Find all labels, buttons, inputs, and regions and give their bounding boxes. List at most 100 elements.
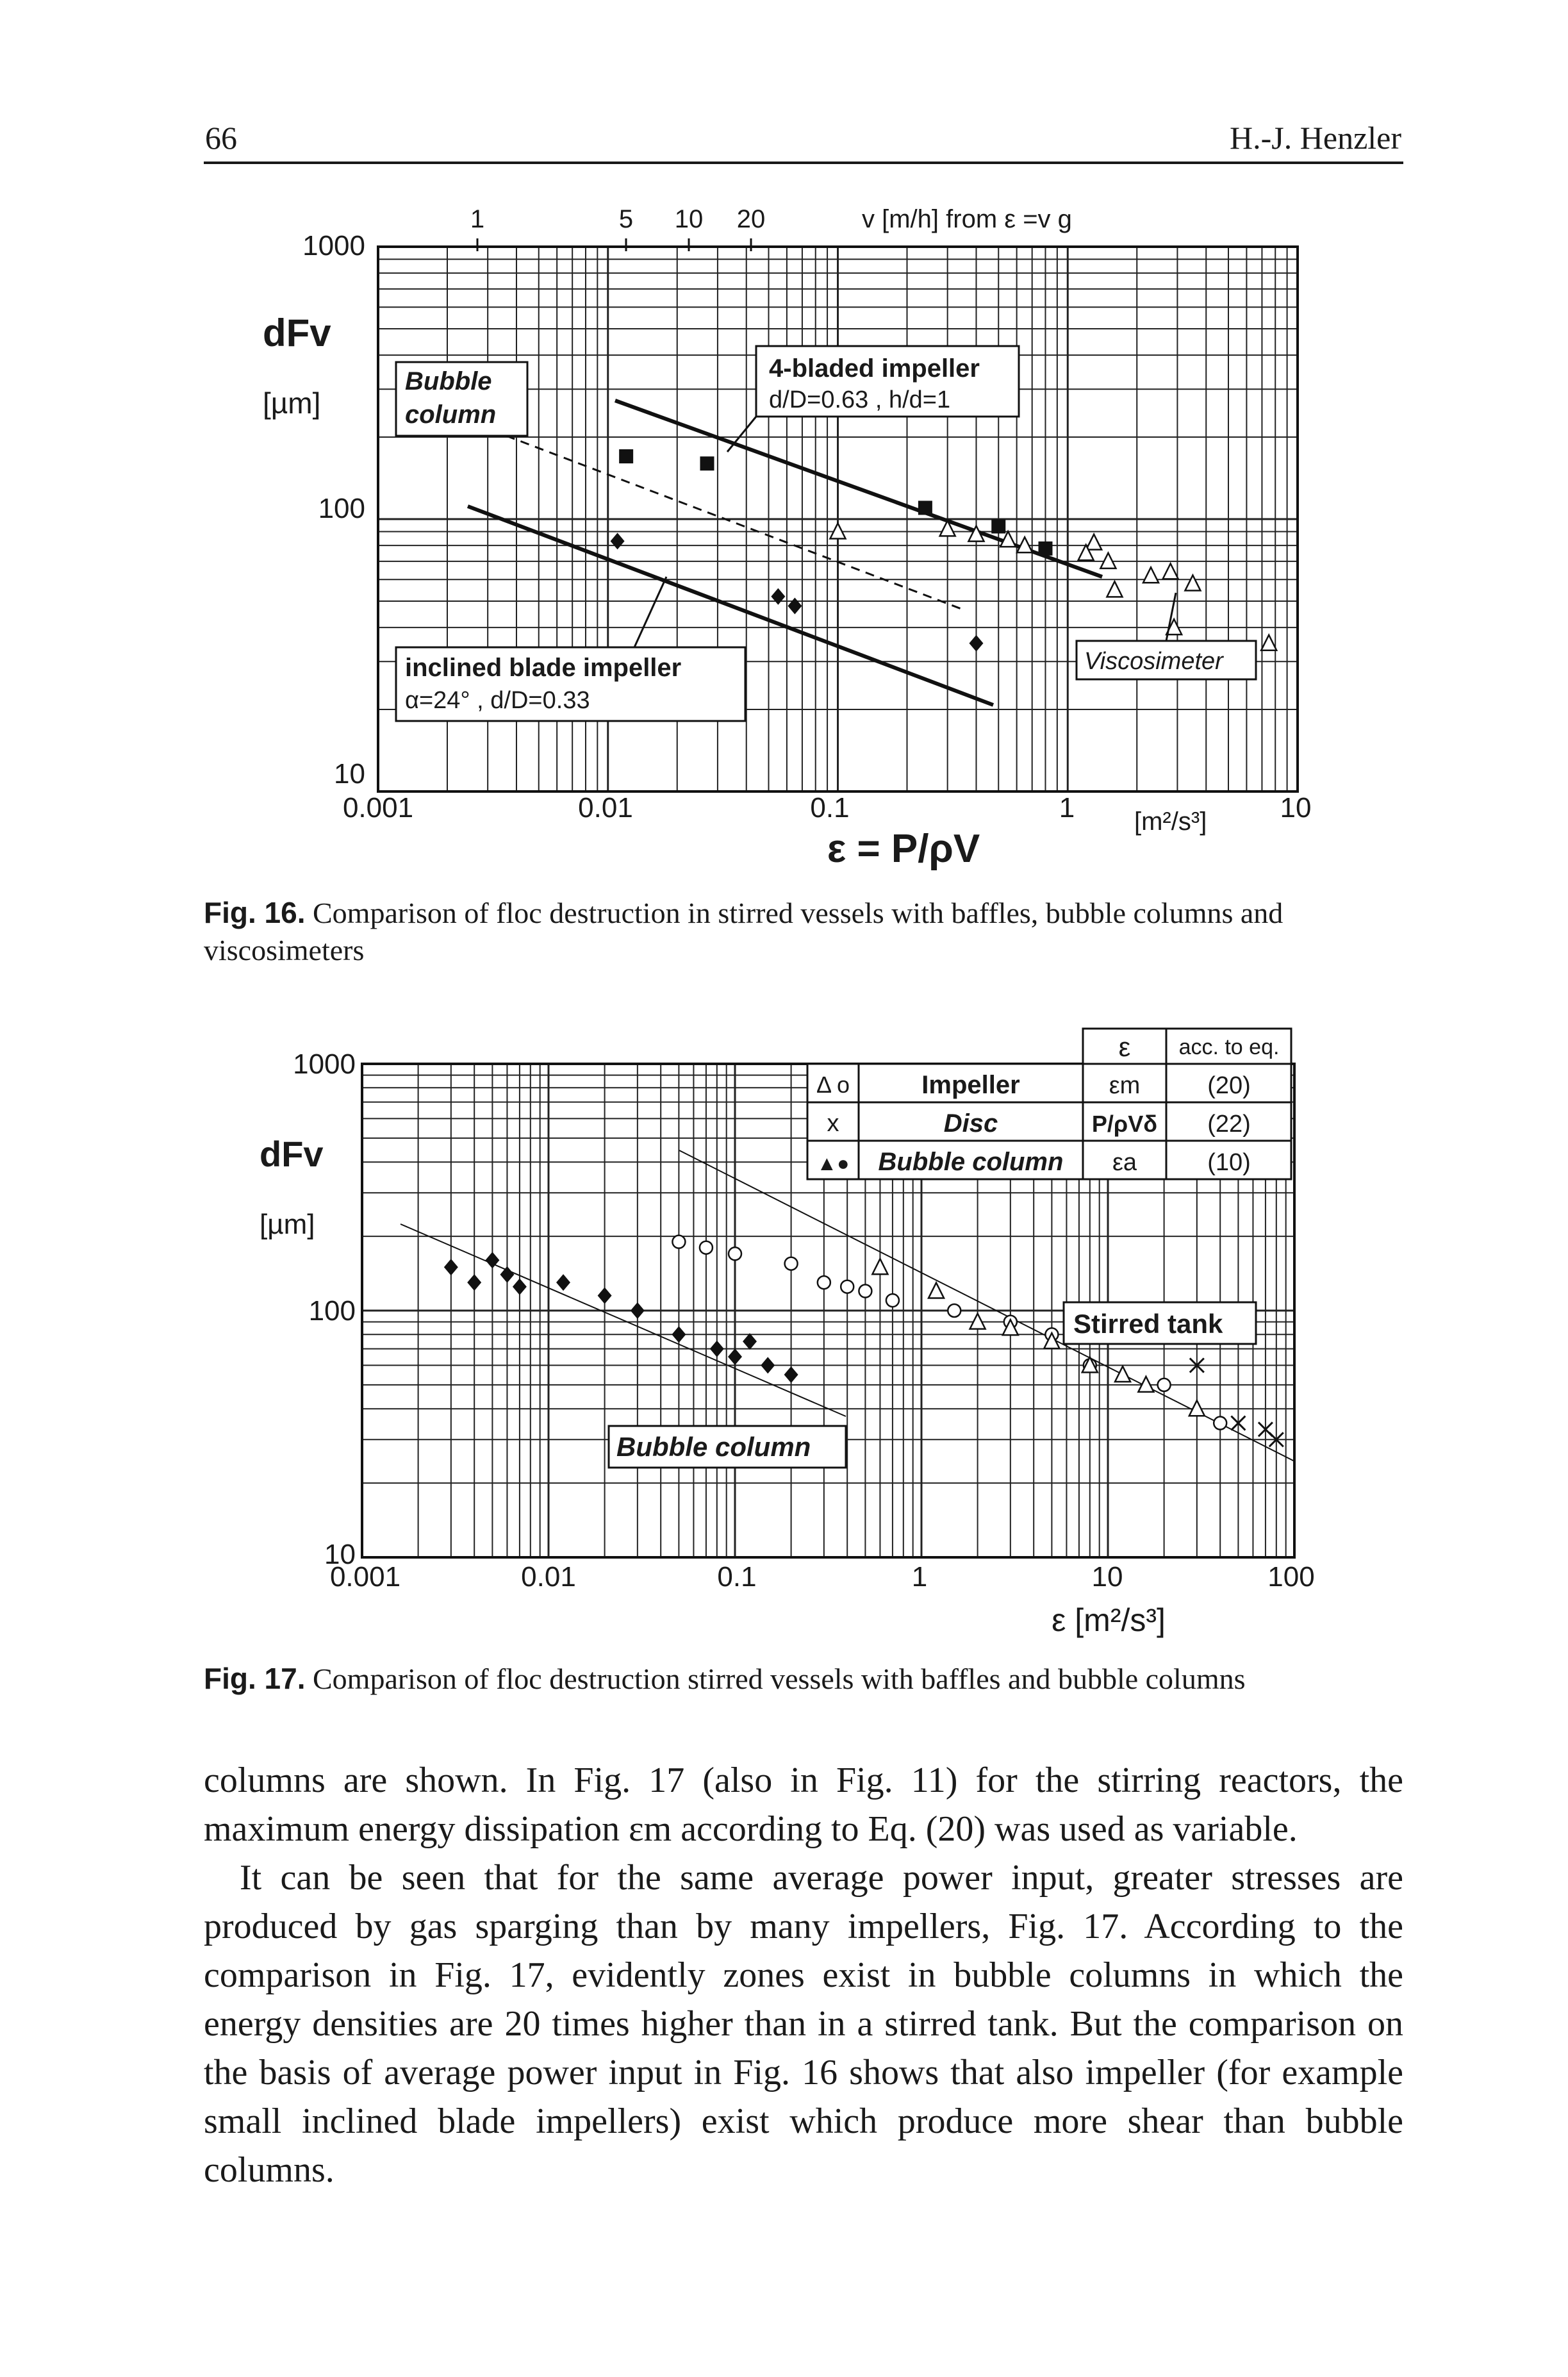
data-point — [969, 634, 984, 652]
top-axis-label: v [m/h] from ε =v g — [862, 205, 1072, 233]
running-header-author: H.-J. Henzler — [1230, 120, 1401, 156]
top-tick-label: 20 — [737, 205, 766, 233]
data-points — [443, 1234, 1284, 1448]
x-tick-label: 0.1 — [810, 792, 849, 824]
trend-line-bubble-column — [400, 1223, 846, 1417]
data-point — [991, 519, 1006, 534]
x-tick-label: 0.01 — [521, 1561, 576, 1593]
data-point — [1189, 1357, 1205, 1373]
x-tick-label: 1 — [912, 1561, 927, 1593]
data-point — [1184, 573, 1202, 592]
figure-16-caption-text: Comparison of floc destruction in stirre… — [204, 897, 1283, 966]
data-point — [743, 1333, 757, 1350]
data-point — [784, 1256, 798, 1271]
annotation-inclined-blade-impeller: inclined blade impeller α=24° , d/D=0.33 — [395, 576, 747, 722]
x-tick-label: 0.001 — [343, 792, 413, 824]
legend-eq: (22) — [1207, 1111, 1251, 1138]
legend-table: ε acc. to eq. Δ o Impeller εm (20) x Dis… — [806, 1027, 1292, 1180]
annotation-stirred-tank: Stirred tank — [1062, 1301, 1257, 1345]
data-point — [1043, 1331, 1061, 1350]
data-point — [500, 1266, 515, 1283]
data-point — [512, 1278, 527, 1295]
legend-eps: εa — [1112, 1149, 1137, 1176]
data-point — [1268, 1432, 1284, 1448]
legend-eq: (20) — [1207, 1072, 1251, 1099]
data-point — [816, 1275, 832, 1290]
x-axis-label: ε [m²/s³] — [1052, 1602, 1166, 1638]
data-point — [839, 1279, 855, 1294]
svg-text:Stirred tank: Stirred tank — [1073, 1309, 1223, 1339]
data-point — [1085, 532, 1103, 551]
svg-text:Bubble column: Bubble column — [616, 1432, 811, 1462]
figure-16-chart: 1 5 10 20 v [m/h] from ε =v g 1000 100 1… — [263, 205, 1312, 871]
legend-symbol: ▲● — [817, 1152, 850, 1175]
legend-symbol: x — [827, 1110, 839, 1137]
data-point — [1016, 535, 1034, 554]
data-point — [1157, 1377, 1171, 1393]
data-point — [619, 449, 634, 464]
x-tick-label: 10 — [1092, 1561, 1123, 1593]
data-point — [728, 1348, 742, 1366]
annotation-bubble-column: Bubble column — [395, 361, 529, 437]
data-point — [829, 521, 847, 540]
data-point — [698, 1240, 714, 1255]
top-tick-label: 5 — [619, 205, 633, 233]
data-point — [946, 1303, 962, 1318]
top-tick-label: 1 — [470, 205, 484, 233]
svg-text:4-bladed impeller: 4-bladed impeller — [769, 354, 980, 383]
data-point — [630, 1302, 645, 1319]
svg-text:α=24° , d/D=0.33: α=24° , d/D=0.33 — [405, 687, 590, 714]
figure-17-caption-label: Fig. 17. — [204, 1662, 306, 1695]
y-tick-label: 100 — [309, 1295, 356, 1327]
plot-grid — [378, 247, 1298, 791]
x-tick-label: 1 — [1059, 792, 1075, 824]
legend-name: Bubble column — [879, 1148, 1064, 1176]
data-point — [871, 1257, 889, 1275]
figure-17-caption-text: Comparison of floc destruction stirred v… — [312, 1662, 1246, 1695]
data-point — [858, 1284, 873, 1298]
data-point — [771, 588, 786, 605]
svg-text:inclined blade impeller: inclined blade impeller — [405, 654, 681, 682]
y-tick-label: 1000 — [302, 230, 365, 261]
data-point — [700, 456, 714, 471]
x-tick-label: 10 — [1280, 792, 1312, 824]
legend-eps: P/ρVδ — [1092, 1111, 1157, 1137]
data-point — [709, 1340, 724, 1357]
y-axis-label: dFv — [263, 311, 331, 354]
data-points — [610, 449, 1278, 652]
data-point — [1099, 551, 1118, 570]
svg-text:Bubble: Bubble — [405, 367, 492, 395]
x-axis-unit: [m²/s³] — [1134, 808, 1207, 836]
svg-text:Viscosimeter: Viscosimeter — [1084, 648, 1224, 675]
y-tick-label: 10 — [324, 1539, 356, 1570]
x-tick-label: 0.001 — [330, 1561, 400, 1593]
legend-eps: εm — [1109, 1072, 1141, 1099]
data-point — [1141, 565, 1160, 584]
data-point — [1001, 1318, 1019, 1336]
page-number: 66 — [205, 120, 237, 156]
body-text: columns are shown. In Fig. 17 (also in F… — [204, 1756, 1403, 2194]
y-axis-unit: [µm] — [260, 1209, 315, 1240]
data-point — [1114, 1364, 1132, 1383]
data-point — [1105, 579, 1124, 598]
data-point — [672, 1234, 686, 1249]
y-tick-label: 10 — [334, 758, 365, 790]
top-tick-label: 10 — [675, 205, 704, 233]
data-point — [761, 1357, 775, 1374]
plot-frame — [377, 245, 1299, 793]
data-point — [938, 518, 957, 537]
data-point — [967, 524, 986, 542]
data-point — [927, 1280, 946, 1299]
data-point — [1161, 561, 1180, 580]
y-tick-label: 100 — [318, 493, 365, 524]
data-point — [727, 1246, 743, 1261]
x-axis-label: ε = P/ρV — [827, 827, 980, 871]
data-point — [784, 1366, 798, 1383]
data-point — [1080, 1355, 1099, 1373]
data-point — [968, 1311, 987, 1330]
header-rule — [204, 162, 1403, 164]
svg-text:column: column — [405, 401, 496, 429]
y-axis-unit: [µm] — [263, 386, 320, 420]
legend-name: Disc — [944, 1109, 998, 1138]
x-tick-label: 100 — [1267, 1561, 1314, 1593]
